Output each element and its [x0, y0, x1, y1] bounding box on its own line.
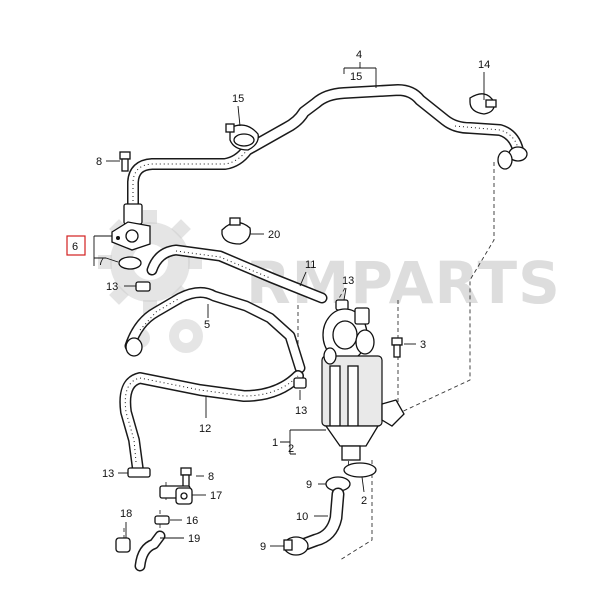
callout-8: 8 — [208, 471, 214, 483]
callout-8: 8 — [96, 156, 102, 168]
callout-17: 17 — [210, 490, 222, 502]
hose-12 — [119, 370, 304, 476]
callout-2: 2 — [361, 495, 367, 507]
hose-5 — [124, 287, 306, 374]
clamp-15 — [225, 123, 259, 151]
callout-19: 19 — [188, 533, 200, 545]
leader-lines — [93, 62, 485, 547]
callout-2: 2 — [288, 443, 294, 455]
callout-20: 20 — [268, 229, 280, 241]
callout-14: 14 — [478, 59, 490, 71]
callout-6: 6 — [72, 241, 78, 253]
o-ring-2 — [343, 462, 377, 478]
gasket-7 — [118, 256, 142, 270]
callout-13: 13 — [295, 405, 307, 417]
hose-10 — [293, 487, 345, 553]
bolt-8 — [180, 467, 192, 488]
callout-10: 10 — [296, 511, 308, 523]
callout-7: 7 — [98, 256, 104, 268]
clamp-13 — [293, 377, 307, 389]
callout-5: 5 — [204, 319, 210, 331]
oil-separator-1 — [321, 307, 405, 461]
callout-16: 16 — [186, 515, 198, 527]
dashed-reference-line — [337, 287, 346, 301]
callout-1: 1 — [272, 437, 278, 449]
callout-13: 13 — [342, 275, 354, 287]
callout-11: 11 — [305, 259, 316, 271]
callout-18: 18 — [120, 508, 132, 520]
seal-16 — [154, 515, 170, 525]
callout-4: 4 — [356, 49, 362, 61]
callout-13: 13 — [106, 281, 118, 293]
hose-4 — [127, 84, 528, 216]
bolt-8 — [119, 151, 131, 172]
callout-13: 13 — [102, 468, 114, 480]
valve-17 — [159, 485, 193, 505]
callout-15: 15 — [350, 71, 362, 83]
hose-19 — [134, 530, 166, 572]
callout-9: 9 — [306, 479, 312, 491]
callout-3: 3 — [420, 339, 426, 351]
callout-9: 9 — [260, 541, 266, 553]
clamp-20 — [221, 217, 251, 245]
highlight-box — [66, 235, 86, 256]
dashed-reference-line — [394, 162, 495, 416]
callout-12: 12 — [199, 423, 211, 435]
flange-6 — [111, 203, 151, 251]
clamp-9 — [283, 536, 309, 556]
dashed-reference-line — [339, 460, 373, 561]
cap-18 — [115, 537, 131, 553]
clamp-13 — [135, 281, 151, 292]
bolt-3 — [391, 337, 403, 358]
callout-15: 15 — [232, 93, 244, 105]
hose-11 — [146, 244, 328, 304]
clamp-14 — [469, 93, 497, 115]
clamp-13 — [127, 467, 151, 478]
